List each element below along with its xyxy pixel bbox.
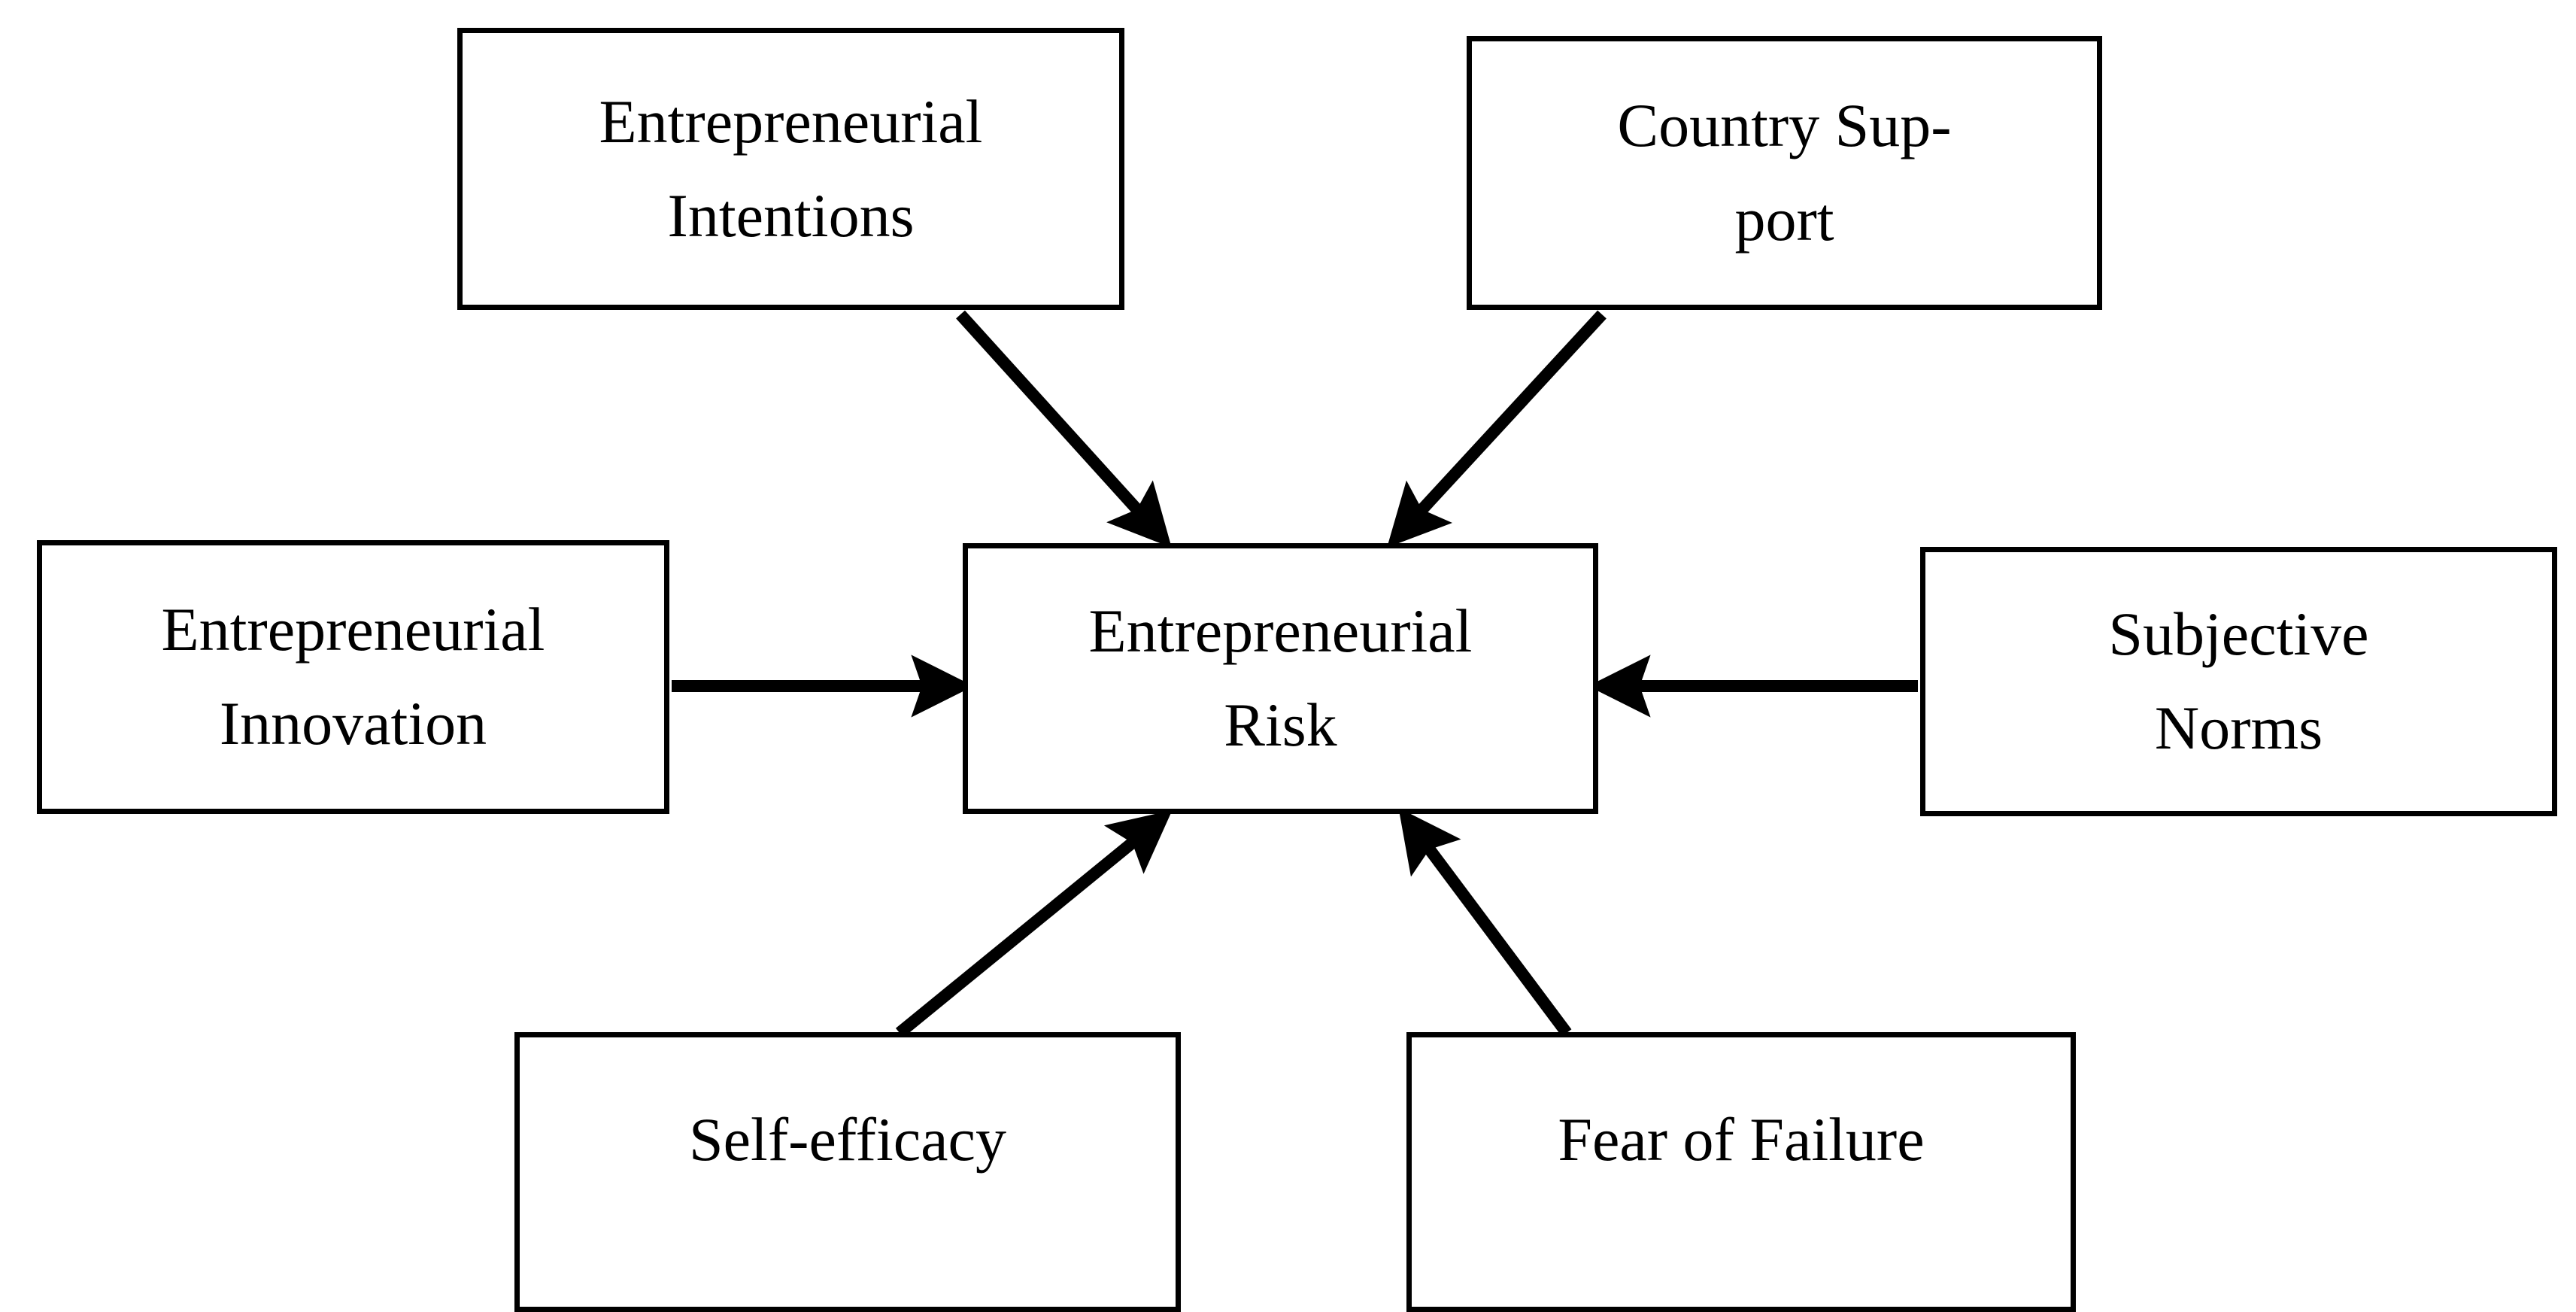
node-fear-of-failure[interactable]: Fear of Failure bbox=[1406, 1032, 2076, 1312]
node-label-line: Entrepreneurial bbox=[599, 87, 983, 156]
node-self-efficacy[interactable]: Self-efficacy bbox=[514, 1032, 1181, 1312]
arrow-intentions-to-risk bbox=[956, 310, 1172, 548]
node-label-line: Norms bbox=[2154, 694, 2323, 762]
node-label-line: Entrepreneurial bbox=[161, 595, 545, 664]
node-label-line: Entrepreneurial bbox=[1088, 597, 1473, 666]
node-label-line: Self-efficacy bbox=[689, 1105, 1006, 1174]
node-label-line: Subjective bbox=[2108, 600, 2369, 669]
node-label-line: Country Sup- bbox=[1617, 91, 1952, 160]
node-label-line: port bbox=[1734, 185, 1834, 254]
arrow-fear-of-failure-to-risk bbox=[1398, 807, 1572, 1037]
node-label-line: Risk bbox=[1224, 691, 1337, 759]
arrow-self-efficacy-to-risk bbox=[895, 809, 1173, 1038]
node-label-line: Innovation bbox=[219, 689, 487, 758]
arrow-country-support-to-risk bbox=[1387, 310, 1607, 548]
node-label-line: Intentions bbox=[667, 181, 915, 250]
node-label-line: Fear of Failure bbox=[1558, 1105, 1925, 1174]
node-country-support[interactable]: Country Sup-port bbox=[1467, 36, 2102, 310]
